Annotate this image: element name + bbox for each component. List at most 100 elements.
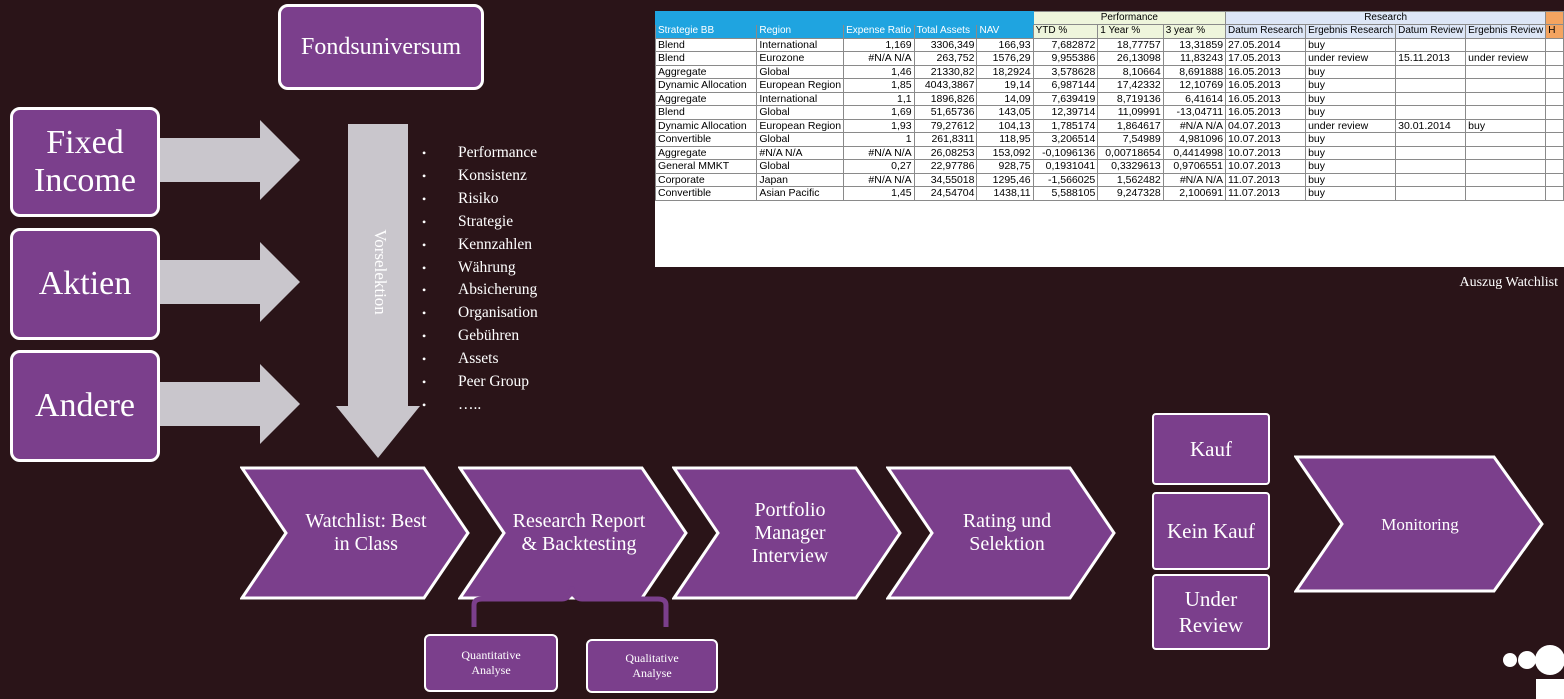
table-cell <box>1465 105 1547 120</box>
table-cell: 17,42332 <box>1097 78 1164 93</box>
table-cell: buy <box>1305 105 1397 120</box>
table-cell: 1,69 <box>843 105 915 120</box>
table-cell: 261,8311 <box>913 132 978 147</box>
table-cell <box>1395 186 1467 201</box>
table-header: Total Assets <box>913 24 978 39</box>
table-cell: 1896,826 <box>913 91 978 106</box>
source-arrow-andere <box>150 364 300 444</box>
table-cell: buy <box>1305 91 1397 106</box>
criteria-item: Organisation <box>422 302 538 325</box>
table-cell: European Region <box>756 118 845 133</box>
watchlist-caption: Auszug Watchlist <box>1459 275 1558 290</box>
table-cell: buy <box>1305 78 1397 93</box>
process-step-interview: Portfolio Manager Interview <box>672 466 902 600</box>
table-cell: #N/A N/A <box>1162 118 1227 133</box>
table-cell: Dynamic Allocation <box>655 118 758 133</box>
table-cell: 1,785174 <box>1032 118 1099 133</box>
table-cell: 6,987144 <box>1032 78 1099 93</box>
table-cell: International <box>756 37 845 52</box>
table-header: 1 Year % <box>1097 24 1164 39</box>
table-cell: 21330,82 <box>913 64 978 79</box>
table-cell: 11,83243 <box>1162 51 1227 66</box>
table-cell: Convertible <box>655 186 758 201</box>
quantitative-analyse-box: Quantitative Analyse <box>424 634 558 692</box>
table-cell: 34,55018 <box>913 172 978 187</box>
table-cell: buy <box>1305 159 1397 174</box>
table-cell: 1,864617 <box>1097 118 1164 133</box>
table-cell: 1438,11 <box>976 186 1034 201</box>
table-cell: 3,206514 <box>1032 132 1099 147</box>
table-cell: Eurozone <box>756 51 845 66</box>
table-cell <box>1545 159 1564 174</box>
table-cell: 11.07.2013 <box>1225 172 1307 187</box>
fondsuniversum-box: Fondsuniversum <box>278 4 484 90</box>
table-cell: 0,9706551 <box>1162 159 1227 174</box>
table-cell: 1,169 <box>843 37 915 52</box>
table-cell <box>1395 37 1467 52</box>
fondsuniversum-label: Fondsuniversum <box>300 33 461 60</box>
table-cell <box>1395 159 1467 174</box>
decision-under-review: Under Review <box>1152 574 1270 650</box>
table-cell: 16.05.2013 <box>1225 64 1307 79</box>
process-step-label: Portfolio Manager Interview <box>751 498 829 567</box>
table-cell: under review <box>1305 51 1397 66</box>
table-cell: buy <box>1305 145 1397 160</box>
table-cell: 4043,3867 <box>913 78 978 93</box>
table-cell <box>1545 172 1564 187</box>
criteria-item: Absicherung <box>422 279 538 302</box>
table-cell: 1,85 <box>843 78 915 93</box>
table-cell <box>1465 78 1547 93</box>
table-cell: 1,46 <box>843 64 915 79</box>
table-cell: 18,77757 <box>1097 37 1164 52</box>
table-cell: Asian Pacific <box>756 186 845 201</box>
table-cell: General MMKT <box>655 159 758 174</box>
table-cell: 3,578628 <box>1032 64 1099 79</box>
table-cell: 928,75 <box>976 159 1034 174</box>
table-cell: 10.07.2013 <box>1225 132 1307 147</box>
table-cell: 18,2924 <box>976 64 1034 79</box>
table-cell: #N/A N/A <box>843 172 915 187</box>
table-cell: Global <box>756 132 845 147</box>
process-step-label: Research Report & Backtesting <box>512 510 646 555</box>
table-cell: 79,27612 <box>913 118 978 133</box>
table-cell: 12,39714 <box>1032 105 1099 120</box>
table-cell <box>1545 132 1564 147</box>
group-header-performance: Performance <box>1032 11 1227 25</box>
table-cell: 10.07.2013 <box>1225 145 1307 160</box>
table-cell: 1295,46 <box>976 172 1034 187</box>
table-cell <box>1465 159 1547 174</box>
criteria-item: Peer Group <box>422 371 538 394</box>
criteria-item: Risiko <box>422 188 538 211</box>
criteria-item: Strategie <box>422 211 538 234</box>
table-cell: 8,691888 <box>1162 64 1227 79</box>
table-cell <box>1395 64 1467 79</box>
table-cell: Dynamic Allocation <box>655 78 758 93</box>
table-cell: 11,09991 <box>1097 105 1164 120</box>
table-cell <box>1545 64 1564 79</box>
table-cell: 7,639419 <box>1032 91 1099 106</box>
table-cell: 26,08253 <box>913 145 978 160</box>
table-cell: #N/A N/A <box>756 145 845 160</box>
source-box-aktien: Aktien <box>10 228 160 340</box>
table-cell: 3306,349 <box>913 37 978 52</box>
table-cell <box>1545 186 1564 201</box>
decision-kauf: Kauf <box>1152 413 1270 485</box>
criteria-item: Gebühren <box>422 325 538 348</box>
criteria-item: Assets <box>422 348 538 371</box>
group-header-extra <box>1545 11 1564 25</box>
table-cell <box>1545 37 1564 52</box>
table-cell: -1,566025 <box>1032 172 1099 187</box>
table-cell: 1576,29 <box>976 51 1034 66</box>
table-header: Strategie BB <box>655 24 758 39</box>
table-cell: 104,13 <box>976 118 1034 133</box>
table-cell: buy <box>1305 37 1397 52</box>
source-arrow-aktien <box>150 242 300 322</box>
table-cell <box>1465 64 1547 79</box>
table-cell: 24,54704 <box>913 186 978 201</box>
